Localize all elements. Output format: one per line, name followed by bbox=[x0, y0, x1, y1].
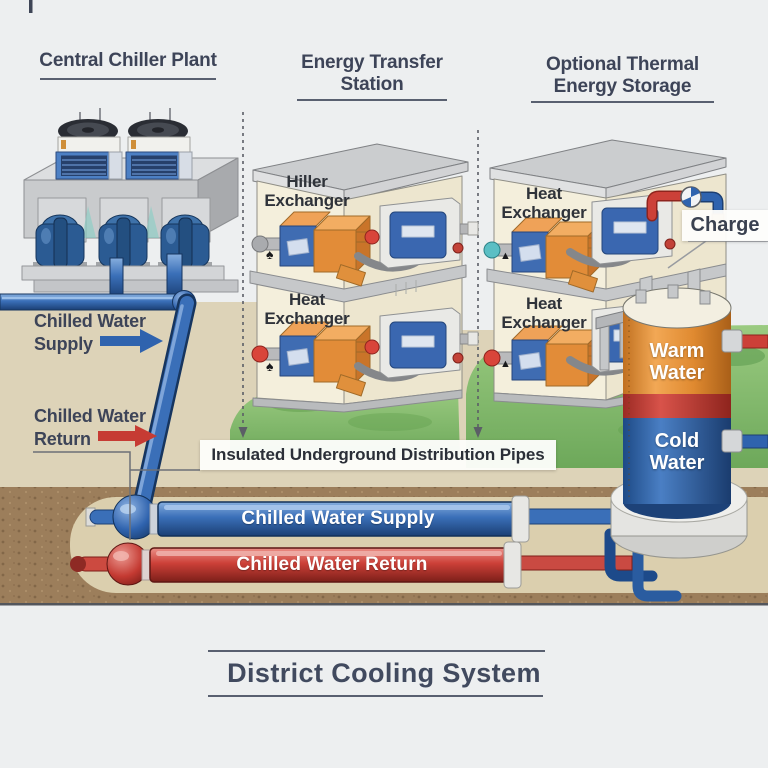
spade-icon: ♠ bbox=[266, 246, 274, 262]
charge-valve-icon bbox=[680, 186, 702, 208]
cold-water-pipe bbox=[739, 434, 768, 449]
rules bbox=[40, 78, 714, 697]
label-station-floor1: Hiller Exchanger bbox=[264, 172, 350, 211]
label-storage-floor2: Heat Exchanger bbox=[501, 294, 587, 333]
section-dividers bbox=[238, 112, 483, 438]
supply-arrow-icon bbox=[100, 329, 163, 353]
label-station-floor2: Heat Exchanger bbox=[264, 290, 350, 329]
return-leader-line bbox=[33, 451, 200, 540]
station-building bbox=[249, 143, 479, 413]
cooling-tower-icon bbox=[125, 108, 193, 180]
distribution-label-box: Insulated Underground Distribution Pipes bbox=[200, 440, 556, 470]
label-charge: Charge bbox=[690, 214, 760, 236]
under-tank-pipes bbox=[519, 508, 682, 602]
control-unit-icon bbox=[354, 197, 479, 272]
label-insulated-distribution-pipes: Insulated Underground Distribution Pipes bbox=[211, 445, 545, 464]
cooling-tower-icon bbox=[55, 108, 123, 180]
down-arrow-icon bbox=[238, 427, 248, 438]
underground-return-pipe bbox=[70, 541, 522, 589]
warm-water-pipe bbox=[739, 334, 768, 349]
plant-supply-pipes bbox=[0, 253, 197, 515]
return-pipe-label: Chilled Water Return bbox=[236, 554, 428, 575]
label-cold-water: Cold Water bbox=[649, 430, 705, 474]
heading-optional-thermal-energy-storage: Optional Thermal Energy Storage bbox=[545, 54, 700, 98]
return-arrow-icon bbox=[98, 425, 157, 447]
spade-icon: ♠ bbox=[266, 358, 274, 374]
heading-energy-transfer-station: Energy Transfer Station bbox=[301, 52, 443, 96]
control-unit-icon bbox=[354, 307, 479, 382]
storage-tank bbox=[610, 284, 768, 559]
triangle-icon: ▲ bbox=[500, 358, 511, 370]
charge-label-box: Charge bbox=[682, 210, 768, 241]
heading-central-chiller-plant: Central Chiller Plant bbox=[39, 50, 217, 71]
callout-chilled-water-supply: Chilled Water Supply bbox=[34, 311, 146, 354]
corner-mark bbox=[29, 0, 33, 13]
label-warm-water: Warm Water bbox=[649, 340, 705, 384]
chiller-plant bbox=[21, 108, 239, 293]
supply-pipe-label: Chilled Water Supply bbox=[241, 508, 435, 529]
triangle-icon: ▲ bbox=[500, 250, 511, 262]
down-arrow-icon bbox=[473, 427, 483, 438]
callout-chilled-water-return: Chilled Water Return bbox=[34, 406, 146, 449]
tank-cold-section bbox=[623, 416, 731, 504]
label-storage-floor1: Heat Exchanger bbox=[501, 184, 587, 223]
underground-supply-pipe bbox=[85, 494, 530, 543]
diagram-title: District Cooling System bbox=[227, 658, 541, 688]
tank-thermocline bbox=[623, 392, 731, 418]
